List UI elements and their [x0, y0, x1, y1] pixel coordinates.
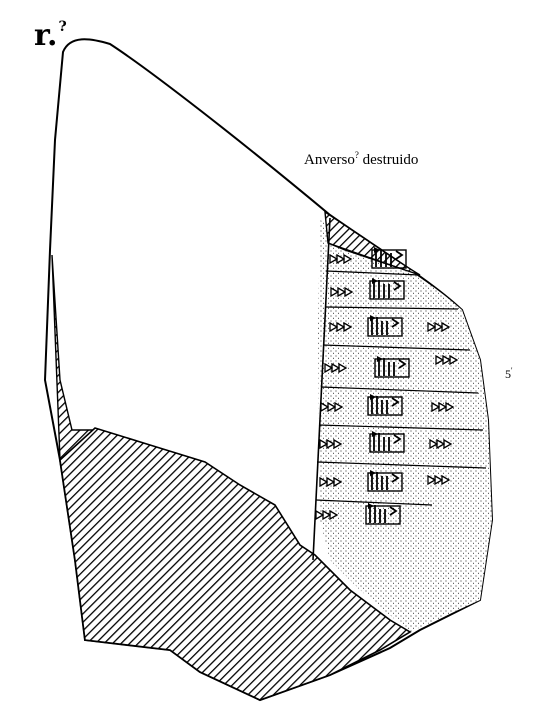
line-number: 5': [505, 366, 513, 381]
obverse-note: Anverso? destruido: [304, 150, 419, 168]
stippled-surface: [318, 220, 492, 632]
hatched-damage-left: [51, 254, 97, 462]
ruling-lines: [315, 242, 487, 506]
hatched-damage-bottom: [59, 427, 412, 701]
side-label: r.?: [34, 18, 67, 53]
